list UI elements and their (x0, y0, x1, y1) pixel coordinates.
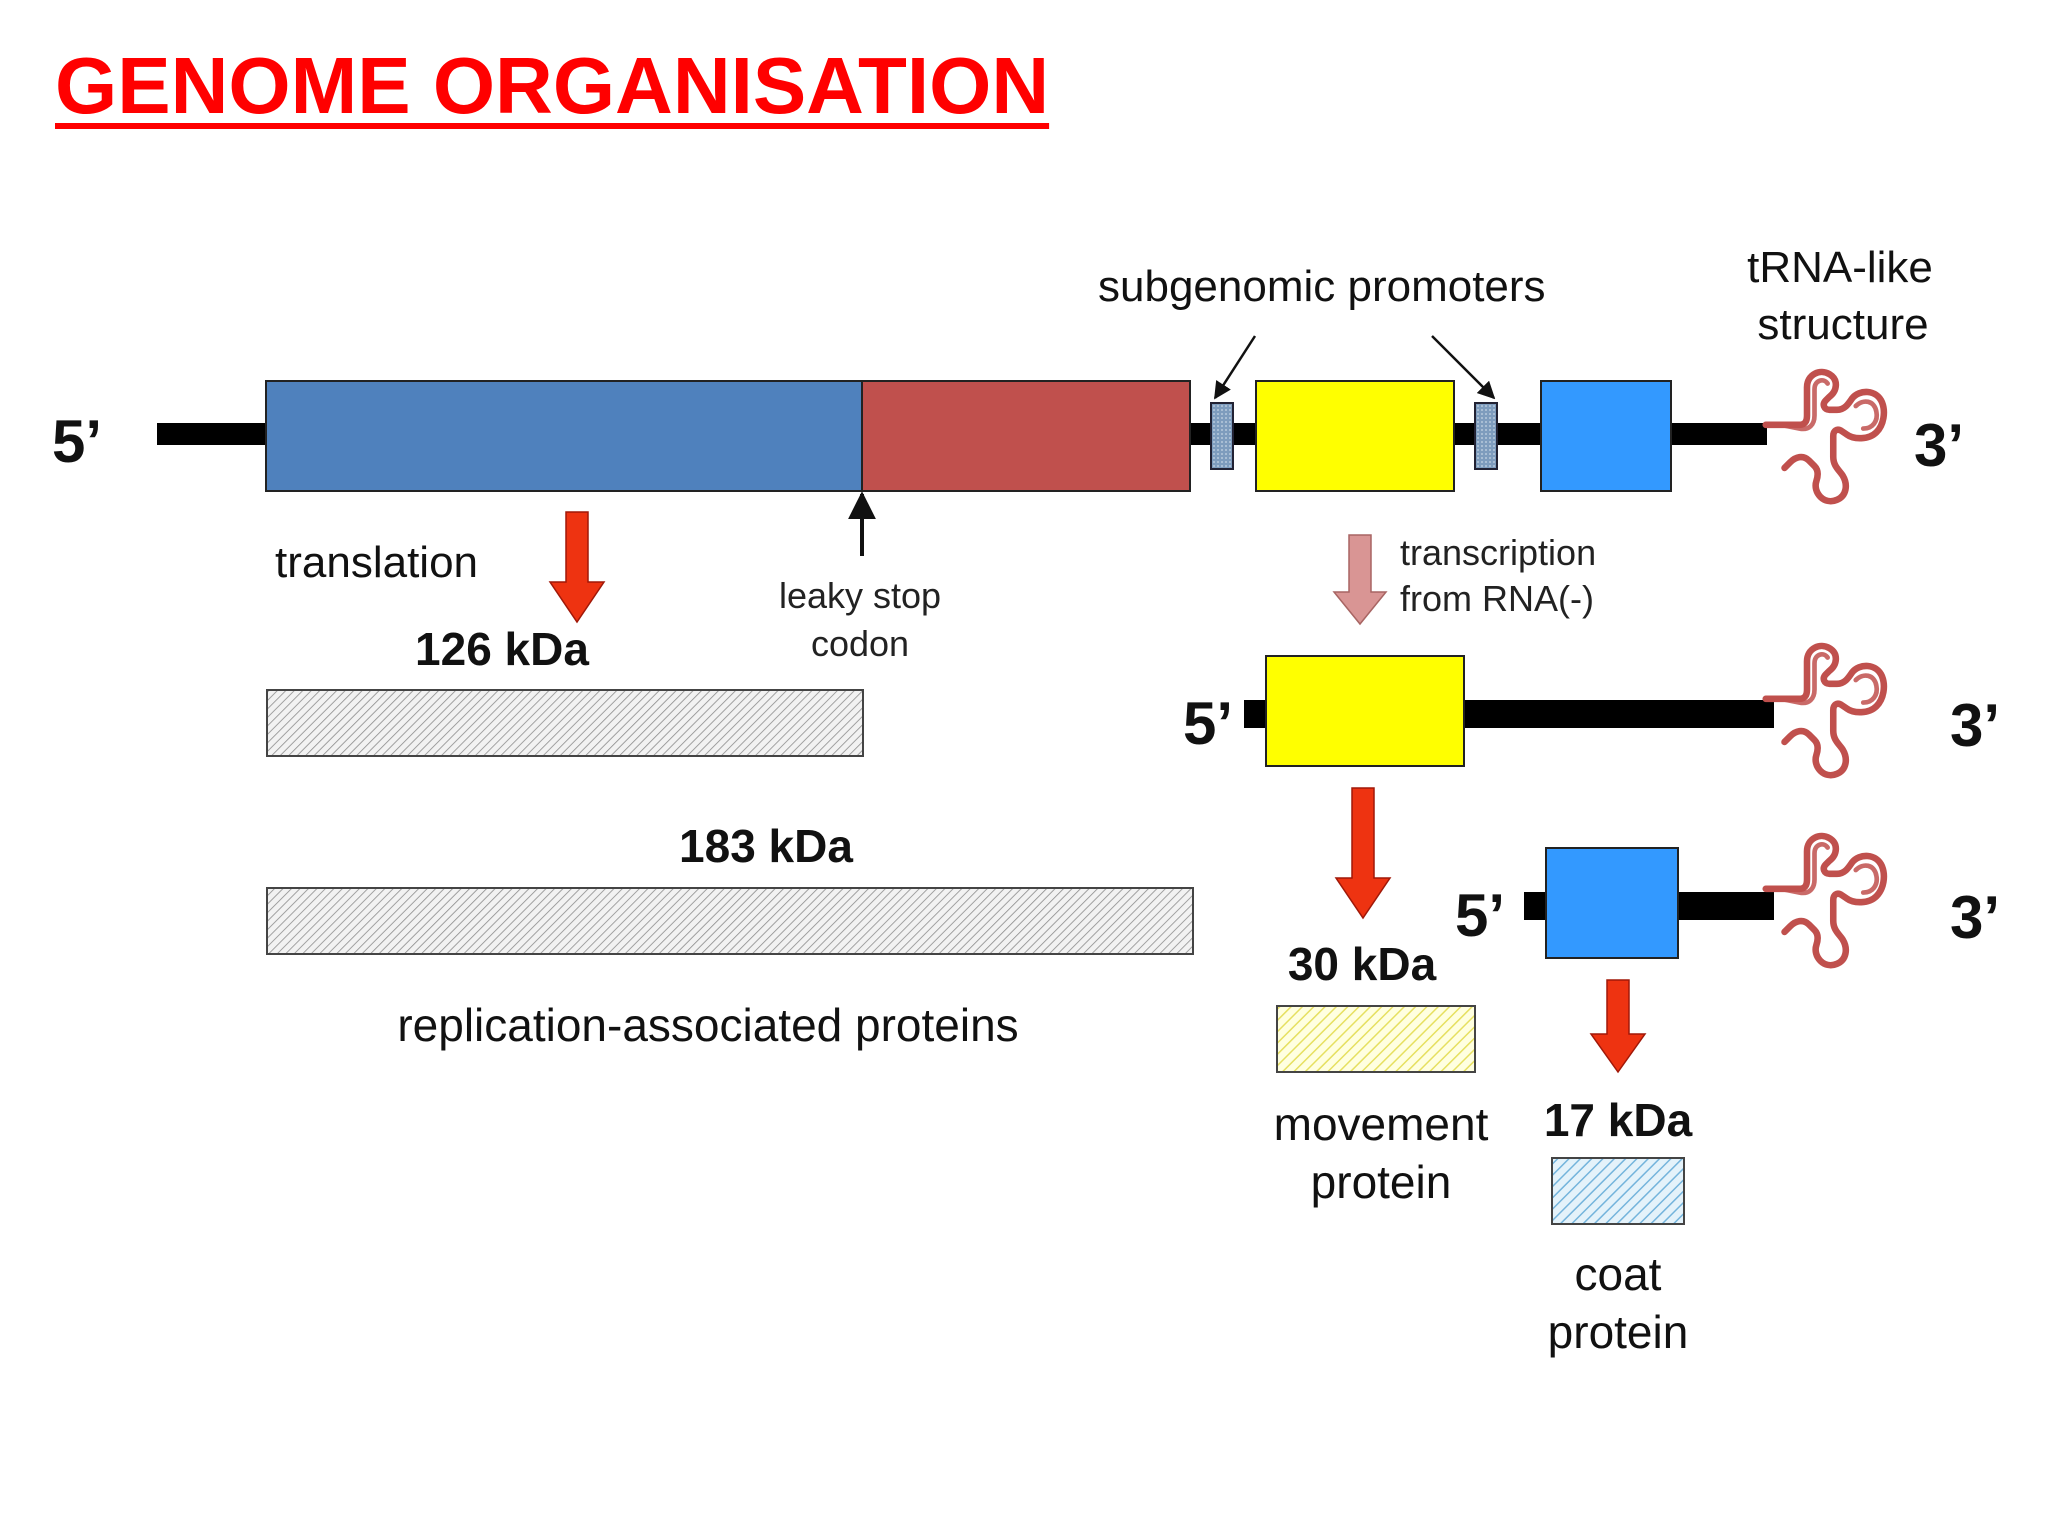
sgrna2-trna-icon (1766, 836, 1884, 965)
subgenomic-rna-2: 5’ 3’ (1455, 836, 2000, 965)
kda-30-label: 30 kDa (1288, 938, 1437, 990)
page-title: GENOME ORGANISATION (55, 41, 1050, 130)
sgrna2-five-prime-label: 5’ (1455, 882, 1505, 949)
movement-protein-label-line2: protein (1311, 1156, 1452, 1208)
subgenomic-promoter-2 (1474, 402, 1498, 470)
genomic-rna: 5’ 3’ (52, 372, 1964, 501)
protein-126kda-bar (266, 689, 864, 757)
kda-17-label: 17 kDa (1544, 1094, 1693, 1146)
transcription-label-line1: transcription (1400, 532, 1596, 573)
protein-183kda-bar (266, 887, 1194, 955)
movement-translation-arrow (1334, 787, 1392, 920)
subgenomic-promoters-label: subgenomic promoters (1098, 262, 1546, 311)
movement-protein-bar (1276, 1005, 1476, 1073)
translation-arrow (548, 511, 606, 624)
coat-protein-label-line1: coat (1575, 1248, 1662, 1300)
sgrna2-three-prime-label: 3’ (1950, 884, 2000, 951)
sgrna2-coat-orf (1545, 847, 1679, 959)
transcription-label-line2: from RNA(-) (1400, 578, 1594, 619)
leaky-stop-label-line2: codon (811, 623, 909, 664)
leaky-stop-label-line1: leaky stop (779, 575, 941, 616)
trna-like-label-line1: tRNA-like (1747, 243, 1933, 292)
trna-like-label-line2: structure (1757, 300, 1928, 349)
sgrna1-movement-orf (1265, 655, 1465, 767)
translation-label: translation (275, 538, 478, 587)
promoter-pointer-2 (1431, 335, 1496, 400)
movement-protein-label-line1: movement (1274, 1098, 1489, 1150)
coat-protein-label-line2: protein (1548, 1306, 1689, 1358)
five-prime-label: 5’ (52, 408, 102, 475)
promoter-pointer-1 (1213, 335, 1257, 400)
sgrna1-three-prime-label: 3’ (1950, 692, 2000, 759)
sgrna1-trna-icon (1766, 646, 1884, 775)
kda-126-label: 126 kDa (415, 623, 589, 675)
trna-like-structure-icon (1766, 372, 1884, 501)
readthrough-orf-183kda (861, 380, 1191, 492)
transcription-arrow (1332, 534, 1388, 626)
sgrna1-five-prime-label: 5’ (1183, 690, 1233, 757)
three-prime-label: 3’ (1914, 412, 1964, 479)
coat-protein-bar (1551, 1157, 1685, 1225)
coat-protein-orf (1540, 380, 1672, 492)
coat-translation-arrow (1589, 979, 1647, 1074)
kda-183-label: 183 kDa (679, 820, 853, 872)
replicase-orf-126kda (265, 380, 863, 492)
replication-proteins-label: replication-associated proteins (397, 999, 1018, 1051)
movement-protein-orf (1255, 380, 1455, 492)
subgenomic-rna-1: 5’ 3’ (1183, 646, 2000, 775)
subgenomic-promoter-1 (1210, 402, 1234, 470)
